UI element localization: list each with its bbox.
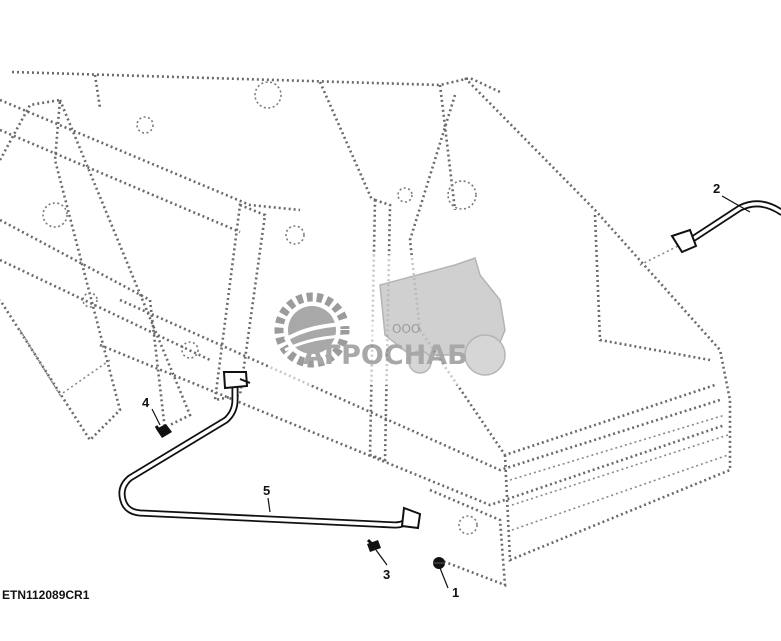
- leader-1: [439, 567, 449, 589]
- nut-part: [433, 557, 445, 569]
- callout-5: 5: [263, 483, 270, 498]
- leader-3: [375, 549, 388, 566]
- watermark-logo: ООО АГРОСНАБ: [270, 255, 520, 385]
- bolt-lower-part: [366, 538, 381, 552]
- rod-right-clamp: [670, 228, 698, 254]
- hopper-left-edge: [408, 94, 457, 331]
- hopper-front-face: [503, 400, 732, 562]
- callouts: 1 2 3 4 5: [142, 181, 720, 600]
- rod-left: [118, 371, 422, 530]
- frame-left-cross: [0, 218, 167, 431]
- frame-upper-rail: [0, 98, 301, 212]
- rod-right: [670, 200, 781, 254]
- gear-icon: [274, 292, 391, 368]
- figure-id: ETN112089CR1: [2, 588, 90, 602]
- callout-3: 3: [383, 567, 390, 582]
- hopper-bracket: [429, 488, 507, 587]
- rod-left-clamp-bottom: [400, 506, 422, 530]
- callout-2: 2: [713, 181, 720, 196]
- frame-left-brace: [19, 329, 111, 397]
- frame-hole: [447, 180, 477, 210]
- frame-hole: [181, 341, 199, 359]
- frame-upper-rail-2: [0, 128, 241, 234]
- rod-left-clamp-top: [222, 371, 249, 390]
- frame-top-ribs: [93, 74, 457, 211]
- frame-hole: [285, 225, 305, 245]
- frame-hole: [397, 187, 413, 203]
- hopper-inner-wall: [593, 214, 711, 362]
- combine-harvester-icon: [379, 257, 506, 376]
- frame-lower-rail: [119, 298, 721, 472]
- bolt-left-part: [154, 424, 172, 438]
- frame-hole: [458, 515, 478, 535]
- hopper-front-ribs: [509, 414, 729, 531]
- frame-hole: [136, 116, 154, 134]
- frame-top-edge: [11, 70, 501, 94]
- leader-2: [721, 195, 751, 213]
- watermark-prefix: ООО: [392, 322, 420, 336]
- leader-4: [151, 408, 161, 426]
- watermark-name: АГРОСНАБ: [303, 340, 468, 371]
- frame-left-rail: [0, 258, 211, 362]
- callout-1: 1: [452, 585, 459, 600]
- frame-hole: [82, 292, 98, 308]
- leader-lines: [151, 195, 751, 589]
- frame-centre-post: [213, 203, 267, 402]
- frame-left-diagonal: [58, 99, 192, 427]
- callout-4: 4: [142, 395, 150, 410]
- leader-5: [267, 497, 271, 513]
- frame-hole: [254, 81, 282, 109]
- frame-hole: [42, 202, 68, 228]
- frame-lower-rail-2: [99, 343, 726, 507]
